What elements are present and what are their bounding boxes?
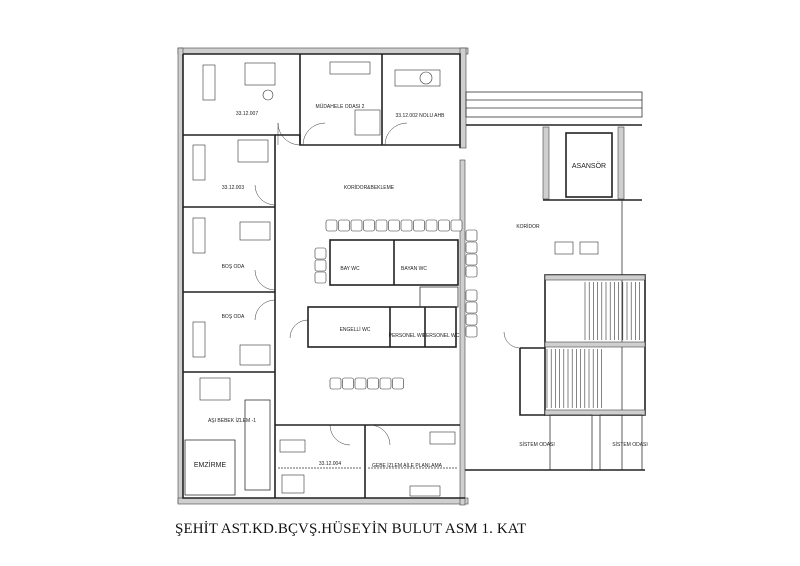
chair bbox=[465, 313, 478, 326]
chair bbox=[314, 259, 327, 272]
room-labels: 33.12.007 MÜDAHELE ODASI 2 33.12.002 NOL… bbox=[194, 103, 648, 469]
right-wing bbox=[465, 91, 646, 471]
room-label-33-12-007: 33.12.007 bbox=[236, 111, 258, 117]
chair bbox=[465, 229, 478, 242]
chair bbox=[388, 219, 400, 232]
room-label-mudahele: MÜDAHELE ODASI 2 bbox=[316, 103, 365, 110]
room-label-sistem-1: SİSTEM ODASI bbox=[519, 441, 555, 448]
chair bbox=[338, 219, 350, 232]
chair bbox=[438, 219, 450, 232]
left-rooms bbox=[183, 134, 301, 498]
chair bbox=[450, 219, 463, 232]
chair bbox=[329, 377, 342, 390]
furniture bbox=[192, 61, 599, 497]
room-label-bayan-wc: BAYAN WC bbox=[401, 266, 427, 272]
chair bbox=[465, 289, 478, 302]
chair bbox=[465, 301, 478, 314]
chair bbox=[325, 219, 338, 232]
chair bbox=[363, 219, 375, 232]
room-label-bos-oda-2: BOŞ ODA bbox=[222, 314, 245, 320]
chair bbox=[425, 219, 438, 232]
wc-blocks bbox=[307, 239, 459, 348]
room-label-33-12-003: 33.12.003 bbox=[222, 185, 244, 191]
chair bbox=[350, 219, 363, 232]
room-label-koridor-bekleme: KORİDOR&BEKLEME bbox=[344, 184, 395, 191]
room-label-sistem-2: SİSTEM ODASI bbox=[612, 441, 648, 448]
doors bbox=[254, 122, 408, 446]
room-label-gebe: GEBE İZLEM AİLE PLANLAMA bbox=[372, 462, 443, 469]
plan-title: ŞEHİT AST.KD.BÇVŞ.HÜSEYİN BULUT ASM 1. K… bbox=[175, 521, 527, 537]
chair bbox=[314, 271, 327, 284]
chair bbox=[379, 377, 392, 390]
chair bbox=[314, 247, 327, 260]
chair bbox=[367, 377, 379, 390]
room-label-33-12-002: 33.12.002 NOLU AHB bbox=[396, 113, 446, 119]
chair bbox=[400, 219, 413, 232]
chair bbox=[413, 219, 425, 232]
outer-walls bbox=[177, 47, 469, 506]
room-label-asi-bebek: AŞI BEBEK İZLEM -1 bbox=[208, 417, 256, 424]
chair bbox=[392, 377, 404, 390]
waiting-chairs bbox=[314, 219, 478, 390]
chair bbox=[465, 253, 478, 266]
room-label-personel-wc-1: PERSONEL WC bbox=[389, 333, 426, 339]
room-label-engelli-wc: ENGELLİ WC bbox=[340, 326, 371, 333]
room-label-personel-wc-2: PERSONEL WC bbox=[423, 333, 460, 339]
room-label-bay-wc: BAY WC bbox=[340, 266, 360, 272]
chair bbox=[465, 265, 478, 278]
room-label-koridor: KORİDOR bbox=[516, 223, 540, 230]
chair bbox=[342, 377, 354, 390]
room-label-bos-oda-1: BOŞ ODA bbox=[222, 264, 245, 270]
room-label-emzirme: EMZİRME bbox=[194, 460, 227, 469]
chair bbox=[375, 219, 388, 232]
chair bbox=[465, 241, 478, 254]
bottom-rooms bbox=[275, 424, 460, 498]
chair bbox=[465, 325, 478, 338]
room-label-33-12-004: 33.12.004 bbox=[319, 461, 341, 467]
chair bbox=[354, 377, 367, 390]
room-label-asansor: ASANSÖR bbox=[572, 162, 606, 170]
